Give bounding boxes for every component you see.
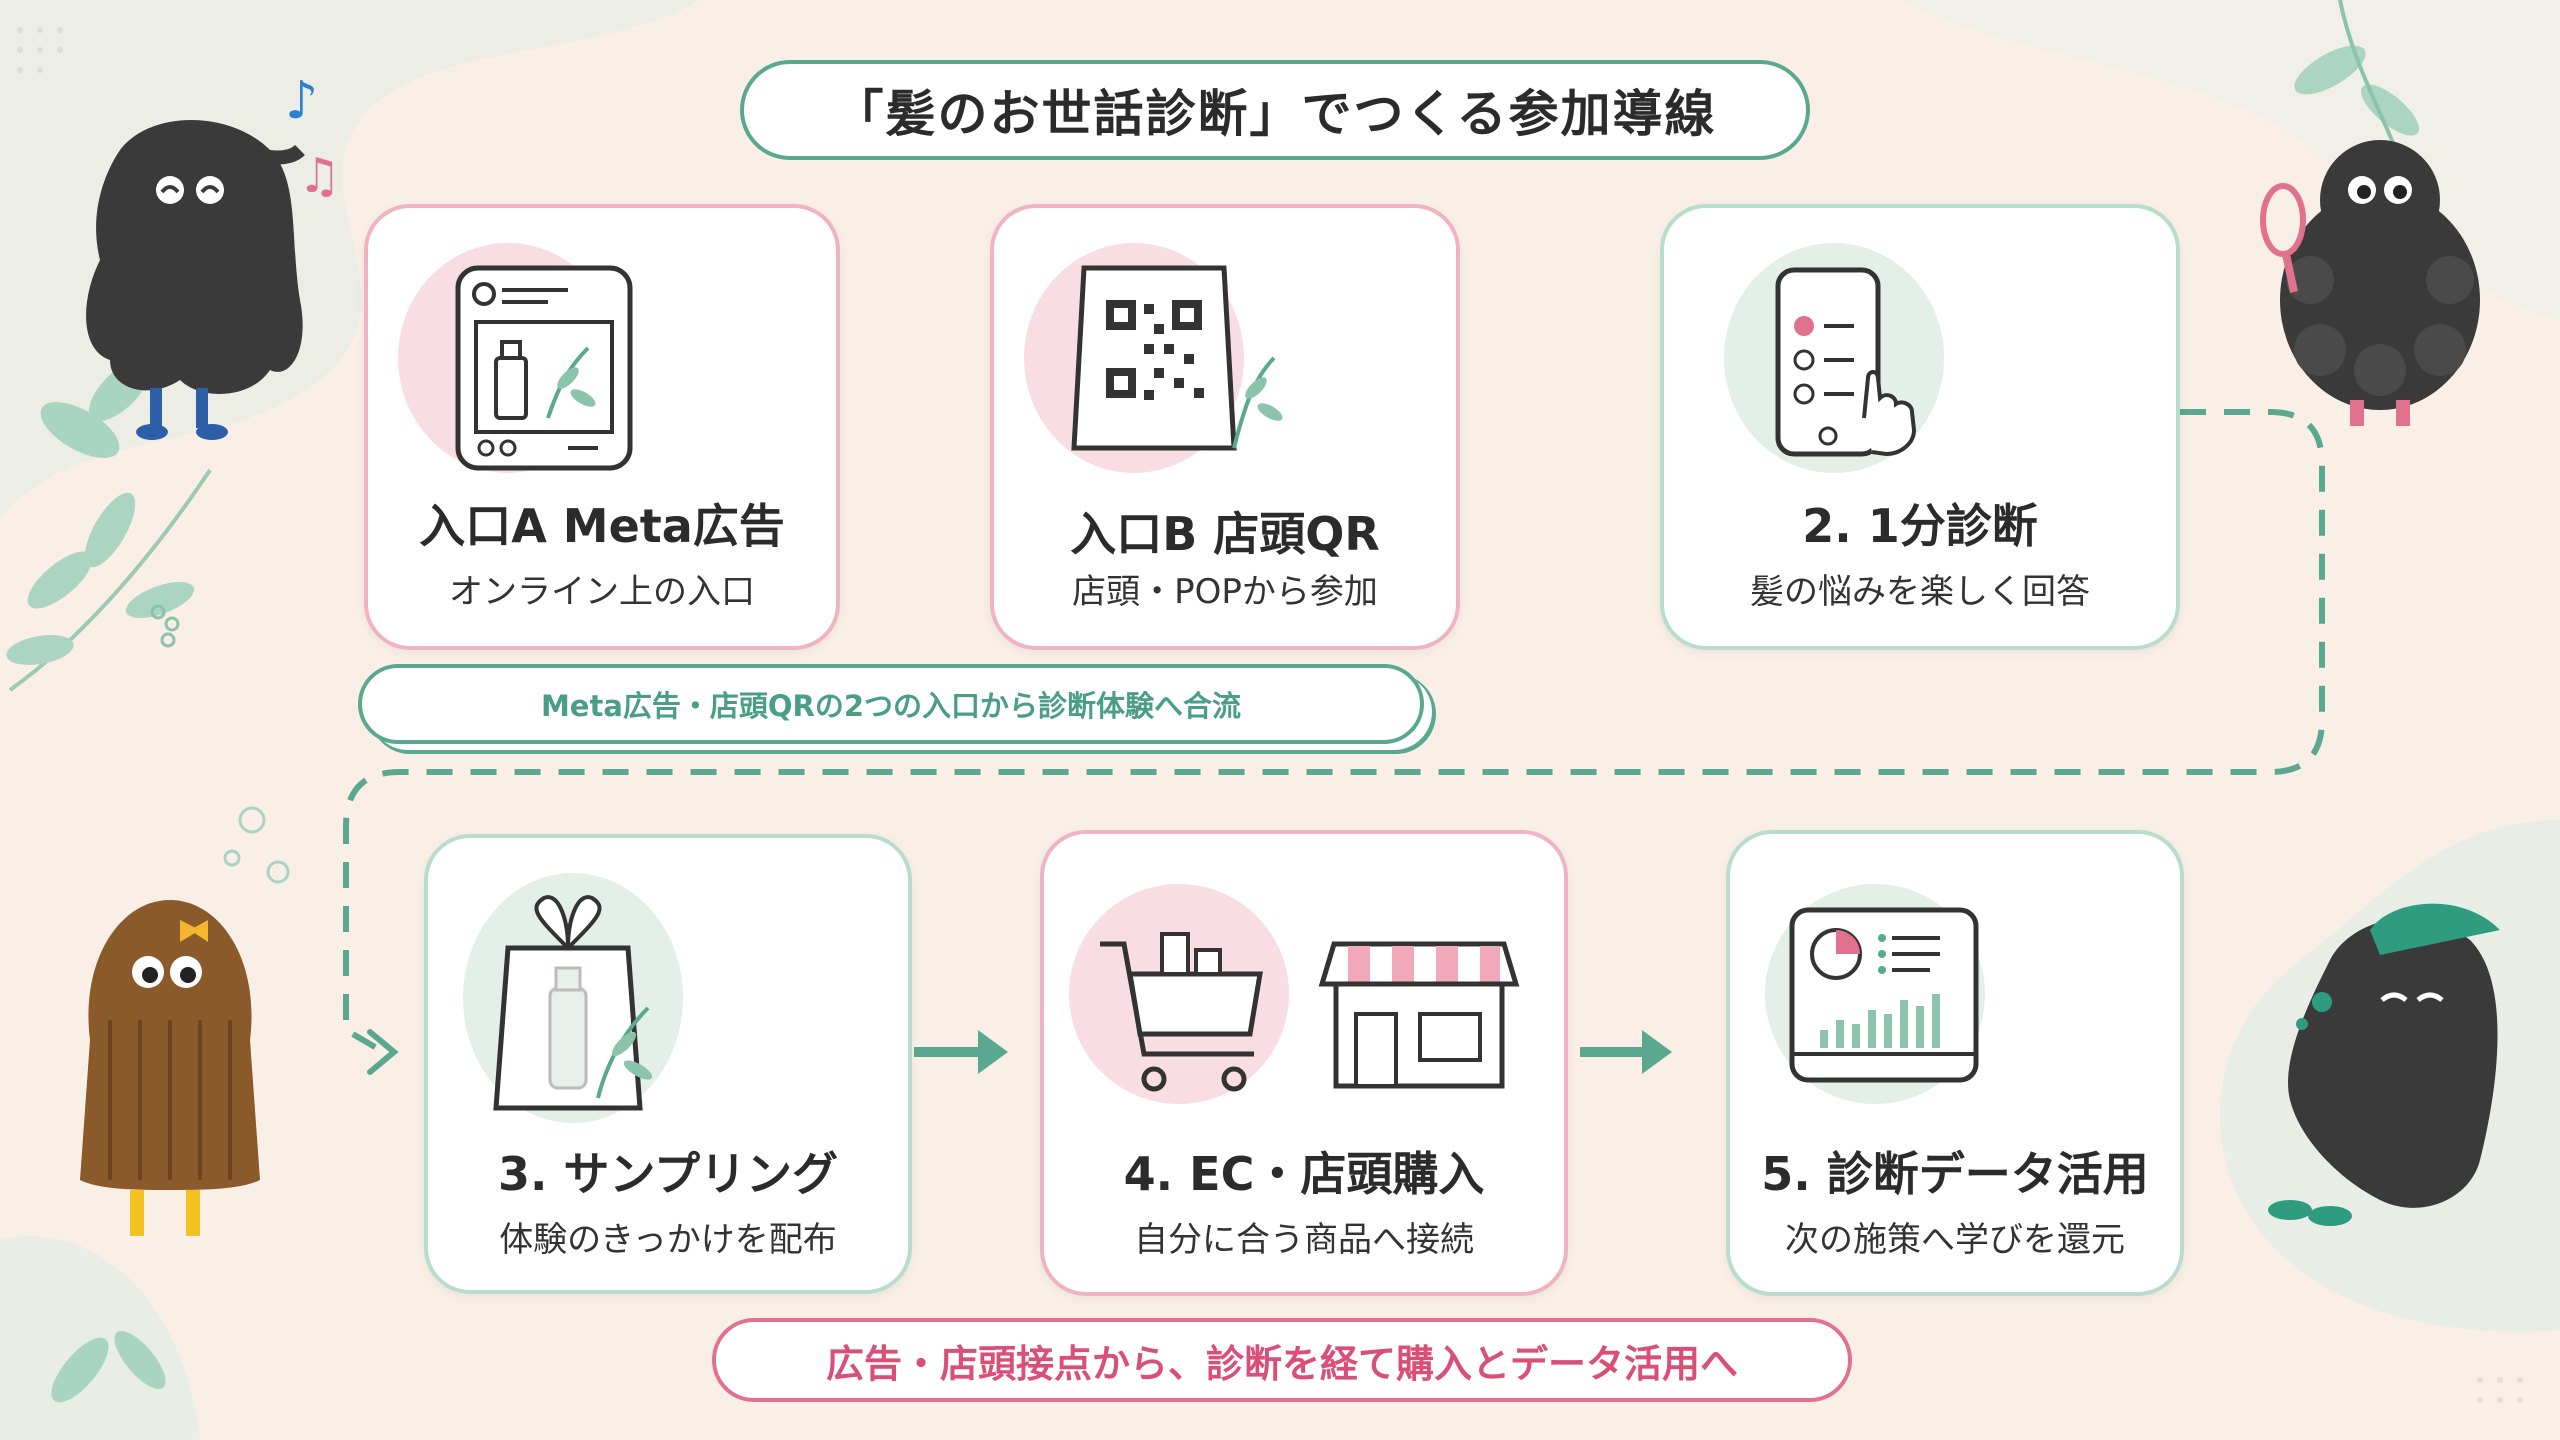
card-title: 2. 1分診断 [1802, 499, 2038, 553]
card-subtitle: 髪の悩みを楽しく回答 [1750, 572, 2090, 612]
phone-checklist-icon [1724, 243, 1944, 473]
card-entry-store-qr: 入口B 店頭QR 店頭・POPから参加 [990, 204, 1460, 650]
gift-bag-icon [463, 873, 683, 1123]
svg-text:♫: ♫ [298, 148, 341, 204]
card-subtitle: 自分に合う商品へ接続 [1134, 1220, 1474, 1260]
card-subtitle: オンライン上の入口 [449, 572, 755, 612]
bottom-summary-label: 広告・店頭接点から、診断を経て購入とデータ活用へ [712, 1318, 1852, 1402]
card-title: 4. EC・店頭購入 [1123, 1147, 1485, 1201]
card-step-diagnosis: 2. 1分診断 髪の悩みを楽しく回答 [1660, 204, 2180, 650]
card-title: 入口A Meta広告 [419, 499, 785, 553]
brown-hair-character-left [80, 900, 260, 1236]
page-title: 「髪のお世話診断」でつくる参加導線 [740, 60, 1810, 160]
qr-pop-icon [1024, 243, 1283, 473]
card-title: 3. サンプリング [497, 1147, 839, 1201]
card-subtitle: 店頭・POPから参加 [1072, 572, 1378, 612]
card-subtitle: 体験のきっかけを配布 [499, 1220, 837, 1260]
card-title: 5. 診断データ活用 [1761, 1147, 2149, 1201]
curly-hair-character-right [2260, 140, 2480, 426]
svg-text:♪: ♪ [285, 71, 318, 131]
card-step-sampling: 3. サンプリング 体験のきっかけを配布 [424, 834, 912, 1294]
dark-hair-character-left: ♪ ♫ [86, 71, 341, 440]
dashboard-icon [1765, 884, 1985, 1104]
merge-label: Meta広告・店頭QRの2つの入口から診断体験へ合流 [358, 664, 1424, 744]
phone-ad-icon [398, 243, 633, 473]
card-subtitle: 次の施策へ学びを還元 [1785, 1220, 2125, 1260]
cart-store-icon [1069, 884, 1520, 1104]
card-step-data: 5. 診断データ活用 次の施策へ学びを還元 [1726, 830, 2184, 1296]
sleepy-character-right [2268, 903, 2500, 1226]
card-title: 入口B 店頭QR [1070, 507, 1380, 561]
card-entry-meta-ad: 入口A Meta広告 オンライン上の入口 [364, 204, 840, 650]
card-step-purchase: 4. EC・店頭購入 自分に合う商品へ接続 [1040, 830, 1568, 1296]
